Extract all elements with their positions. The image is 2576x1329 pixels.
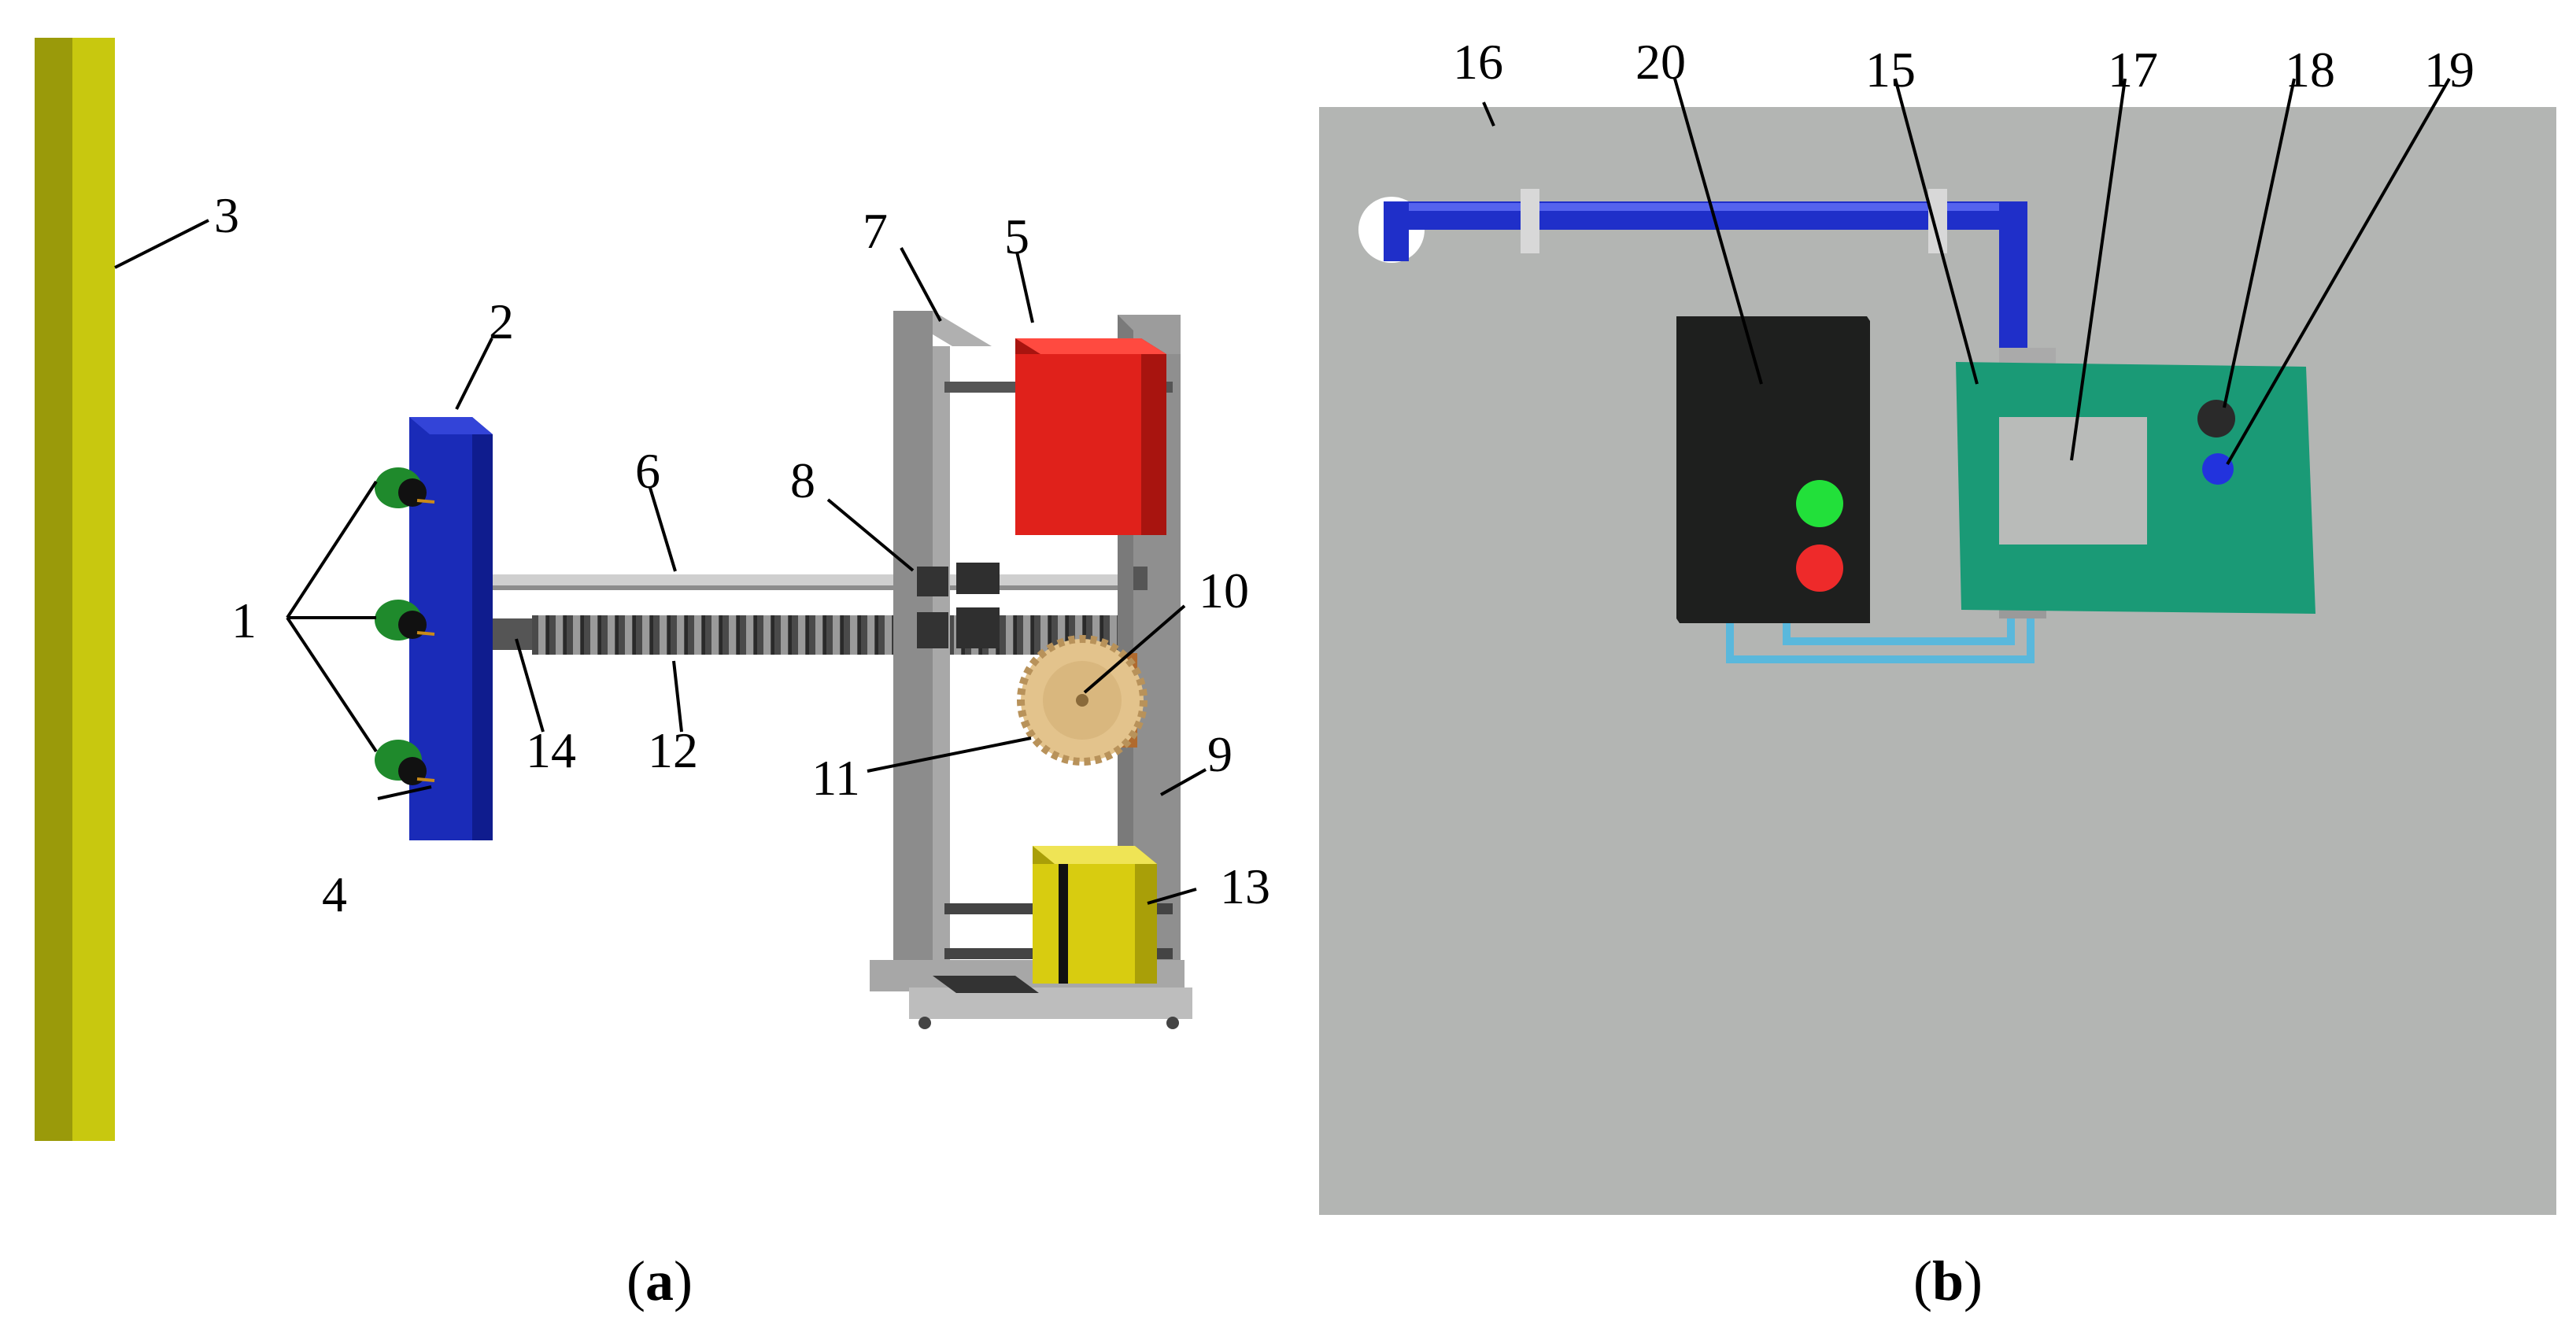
sensor-top [375, 467, 435, 508]
pipe [1358, 189, 2027, 359]
caption-a: (a) [626, 1250, 693, 1312]
lead-screw [493, 615, 1138, 655]
label-2: 2 [489, 293, 514, 349]
label-7: 7 [863, 203, 888, 259]
label-9: 9 [1207, 726, 1233, 782]
motor-box [1015, 338, 1166, 535]
leader-lines-a [114, 219, 1207, 905]
vertical-post [35, 38, 115, 1141]
label-20: 20 [1635, 34, 1686, 90]
label-6: 6 [635, 443, 660, 499]
label-5: 5 [1004, 209, 1029, 264]
label-4: 4 [322, 866, 347, 922]
label-8: 8 [790, 452, 815, 508]
label-10: 10 [1199, 563, 1249, 618]
yellow-box [1033, 846, 1157, 984]
panel-a: 1 2 3 4 5 6 7 8 9 10 11 12 13 14 (a) [35, 38, 1270, 1312]
guide-rod [493, 574, 1138, 590]
label-1: 1 [231, 593, 257, 648]
label-3: 3 [214, 187, 239, 243]
controller-box [1956, 348, 2315, 614]
label-11: 11 [811, 750, 860, 806]
red-button [1796, 545, 1843, 592]
label-16: 16 [1453, 34, 1503, 90]
panel-b: 15 16 17 18 19 20 (b) [1319, 34, 2556, 1312]
leader-lines-b [1482, 78, 2451, 465]
labels-a: 1 2 3 4 5 6 7 8 9 10 11 12 13 14 [214, 187, 1270, 922]
dark-knob [2197, 400, 2235, 437]
caption-b: (b) [1913, 1250, 1983, 1312]
green-button [1796, 480, 1843, 527]
label-14: 14 [526, 722, 576, 778]
labels-b: 15 16 17 18 19 20 [1453, 34, 2474, 98]
control-box [1676, 316, 1870, 623]
sensor-bottom [375, 740, 435, 785]
sensor-middle [375, 600, 435, 641]
label-18: 18 [2285, 42, 2335, 98]
display-screen [1999, 417, 2147, 545]
label-19: 19 [2424, 42, 2474, 98]
label-15: 15 [1865, 42, 1916, 98]
blue-knob [2202, 453, 2234, 485]
label-12: 12 [648, 722, 698, 778]
label-13: 13 [1220, 858, 1270, 914]
label-17: 17 [2108, 42, 2158, 98]
